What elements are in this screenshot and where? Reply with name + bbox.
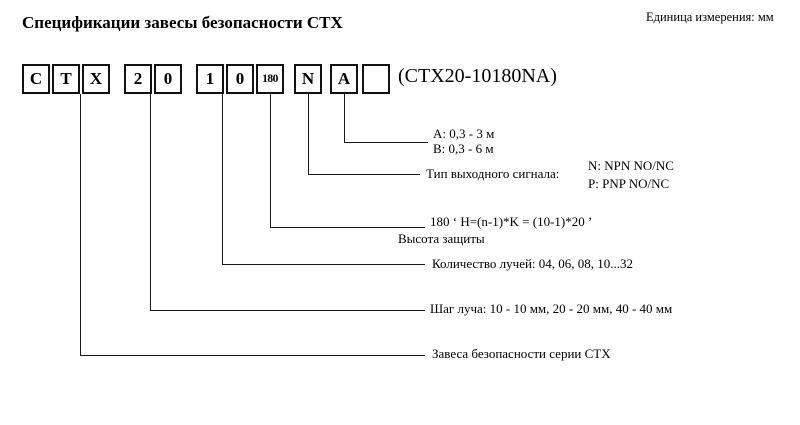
connector-hline-output: [308, 174, 420, 175]
connector-vline-height: [270, 94, 271, 227]
connector-hline-range: [344, 142, 428, 143]
model-box-empty: [362, 64, 390, 94]
connector-vline-series: [80, 94, 81, 355]
model-box-beams-2: 0: [226, 64, 254, 94]
connector-vline-pitch: [150, 94, 151, 310]
protection-height-formula: 180 ‘ H=(n-1)*K = (10-1)*20 ’: [430, 214, 593, 229]
series-name-label: Завеса безопасности серии CTX: [432, 346, 611, 361]
connector-hline-pitch: [150, 310, 425, 311]
model-box-series-2: T: [52, 64, 80, 94]
output-signal-label: Тип выходного сигнала:: [426, 166, 560, 181]
connector-hline-series: [80, 355, 425, 356]
connector-hline-height: [270, 227, 425, 228]
page-title: Спецификации завесы безопасности CTX: [22, 13, 343, 32]
protection-height-label: Высота защиты: [398, 231, 485, 246]
output-option-n-label: N: NPN NO/NC: [588, 158, 674, 173]
model-box-series-1: C: [22, 64, 50, 94]
model-box-height: 180: [256, 64, 284, 94]
model-box-pitch-2: 0: [154, 64, 182, 94]
connector-vline-range: [344, 94, 345, 142]
model-box-beams-1: 1: [196, 64, 224, 94]
model-code-text: (CTX20-10180NA): [398, 65, 557, 87]
range-option-a-label: A: 0,3 - 3 м: [433, 126, 495, 141]
measurement-unit-note: Единица измерения: мм: [646, 10, 774, 24]
model-box-series-3: X: [82, 64, 110, 94]
beam-pitch-label: Шаг луча: 10 - 10 мм, 20 - 20 мм, 40 - 4…: [430, 301, 673, 316]
model-box-output: N: [294, 64, 322, 94]
model-box-range: A: [330, 64, 358, 94]
range-option-b-label: B: 0,3 - 6 м: [433, 141, 494, 156]
output-option-p-label: P: PNP NO/NC: [588, 176, 670, 191]
connector-vline-output: [308, 94, 309, 174]
connector-vline-beams: [222, 94, 223, 264]
model-box-pitch-1: 2: [124, 64, 152, 94]
connector-hline-beams: [222, 264, 425, 265]
beam-count-label: Количество лучей: 04, 06, 08, 10...32: [432, 256, 634, 271]
